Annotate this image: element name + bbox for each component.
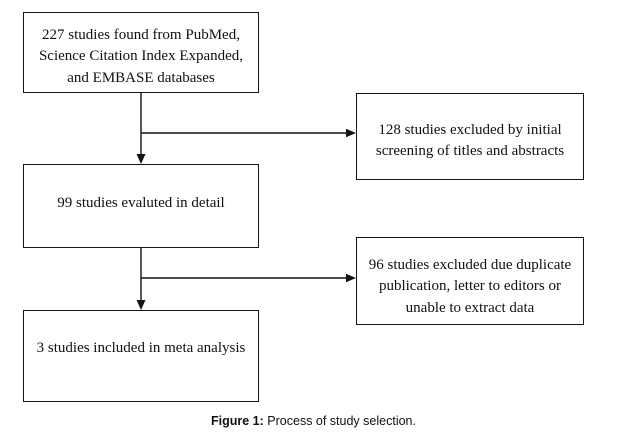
- flow-box-identification-text: 227 studies found from PubMed, Science C…: [38, 27, 244, 86]
- figure-caption-body: Process of study selection.: [263, 414, 416, 428]
- arrow-head-into-included: [136, 300, 146, 310]
- flow-box-included: 3 studies included in meta analysis: [23, 310, 259, 402]
- flow-box-excluded-screening-text: 128 studies excluded by initial screenin…: [375, 122, 565, 160]
- flow-box-included-text: 3 studies included in meta analysis: [36, 340, 246, 356]
- flow-box-excluded-screening: 128 studies excluded by initial screenin…: [356, 93, 584, 180]
- figure-caption: Figure 1: Process of study selection.: [0, 414, 627, 428]
- arrow-head-into-evaluated: [136, 154, 146, 164]
- arrow-head-into-excluded-screening: [346, 128, 356, 138]
- flow-box-excluded-duplicate-text: 96 studies excluded due duplicate public…: [368, 257, 572, 316]
- flow-box-identification: 227 studies found from PubMed, Science C…: [23, 12, 259, 93]
- flow-box-evaluated-text: 99 studies evaluted in detail: [57, 195, 225, 211]
- arrow-head-into-excluded-duplicate: [346, 273, 356, 283]
- flow-box-excluded-duplicate: 96 studies excluded due duplicate public…: [356, 237, 584, 325]
- flow-box-evaluated: 99 studies evaluted in detail: [23, 164, 259, 248]
- figure-caption-label: Figure 1:: [211, 414, 264, 428]
